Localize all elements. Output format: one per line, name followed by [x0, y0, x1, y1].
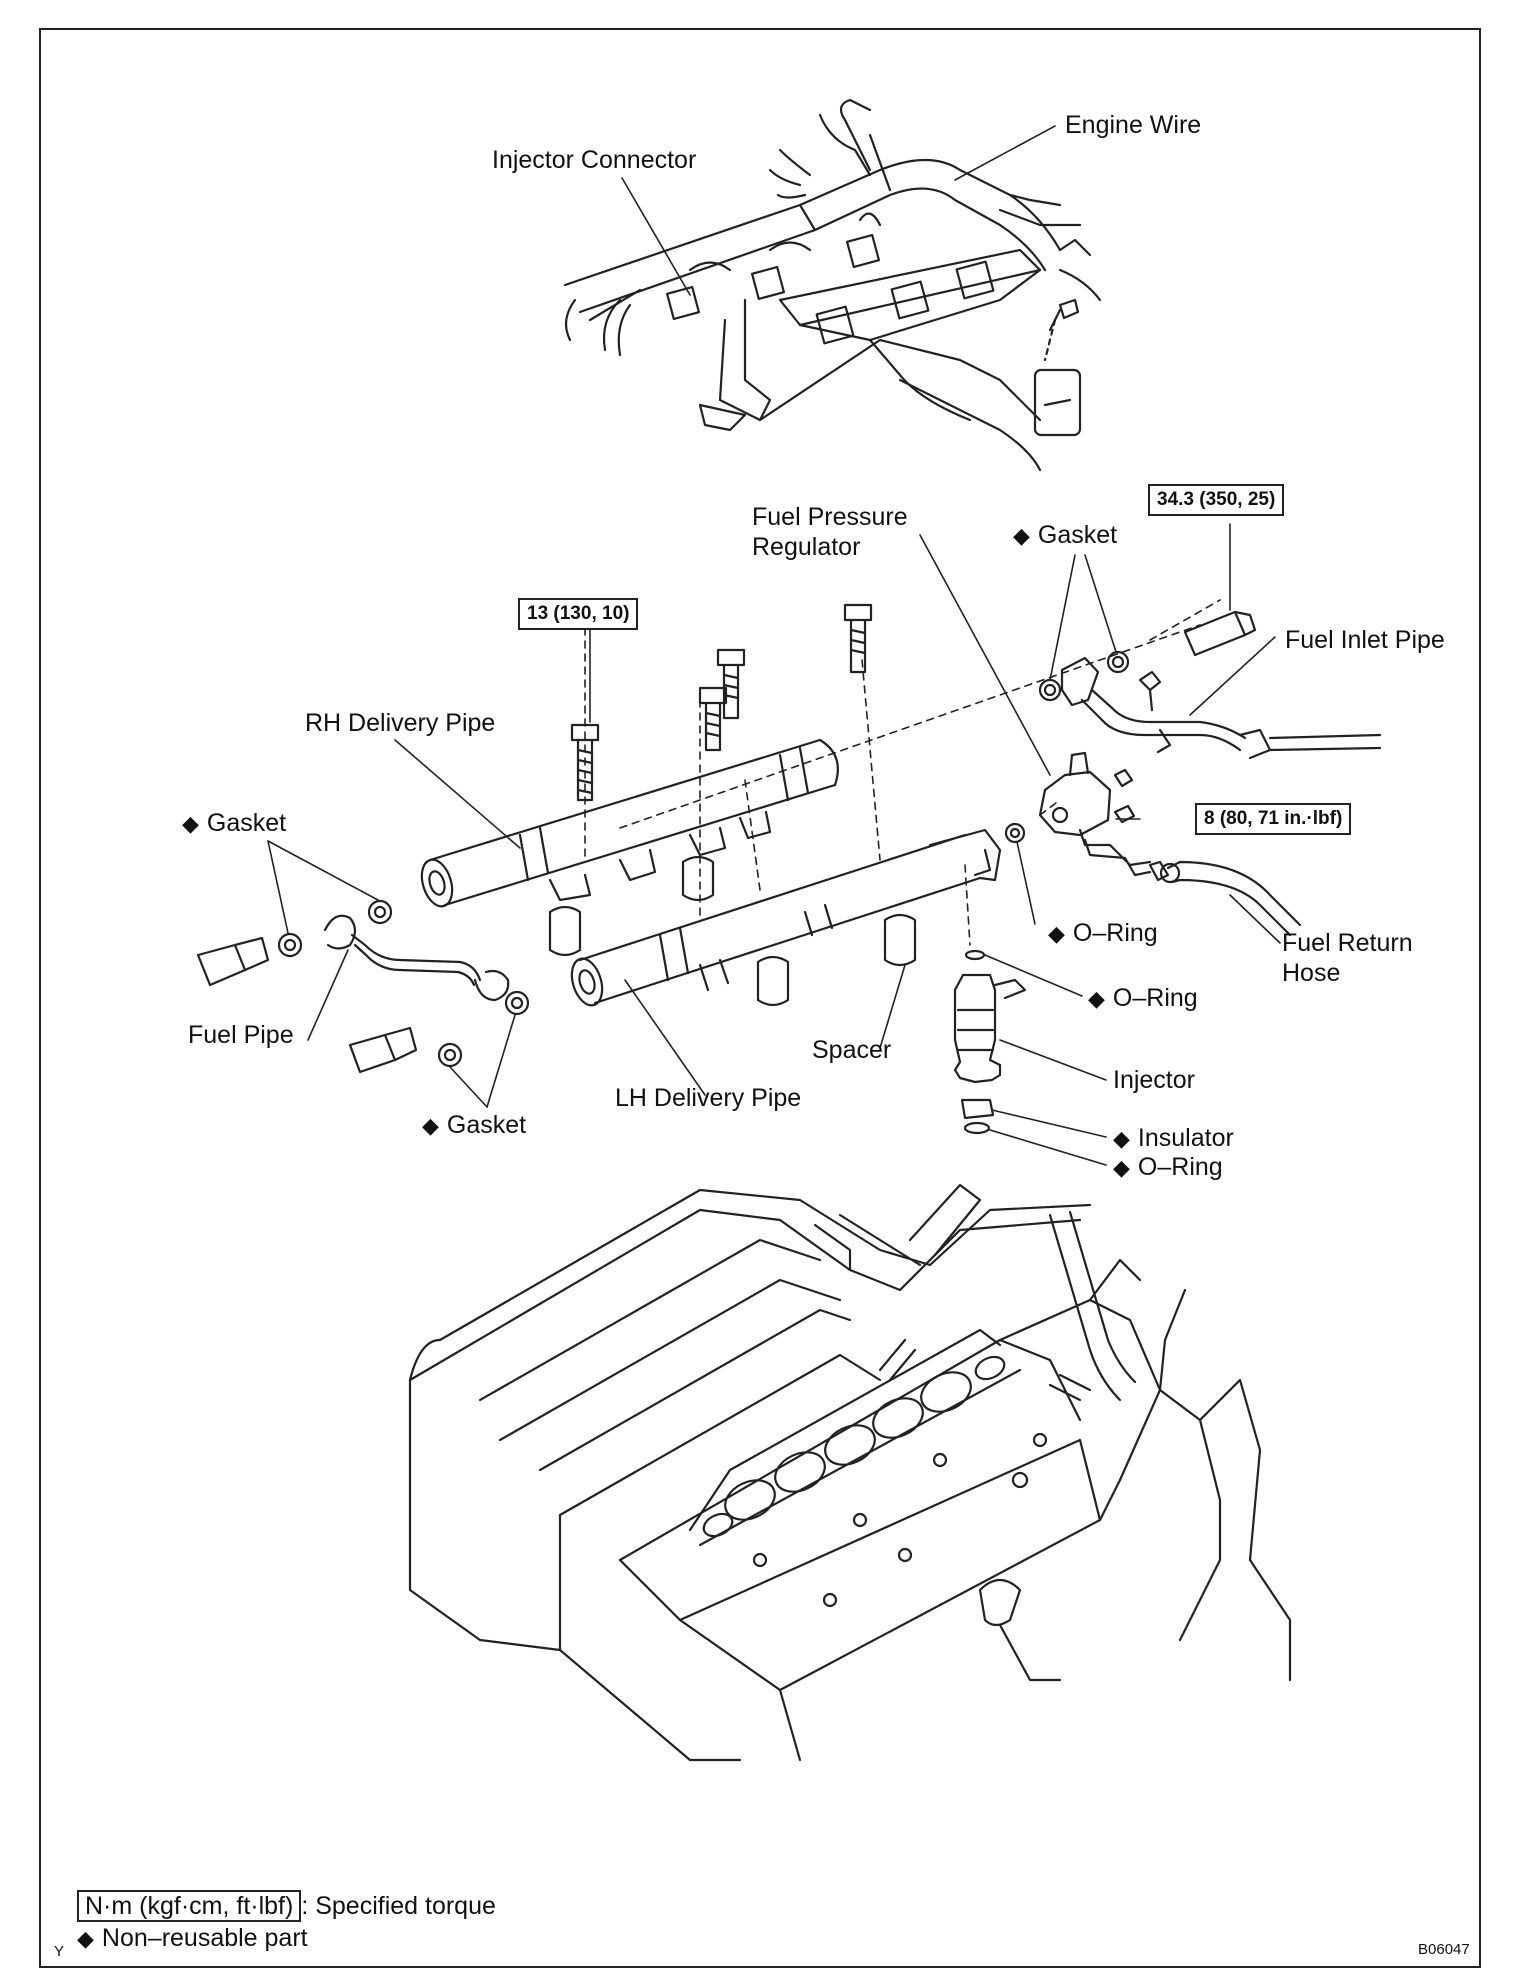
non-reusable-diamond-icon: ◆ — [182, 811, 199, 836]
figure-code: B06047 — [1418, 1941, 1470, 1958]
label-rh-delivery-pipe: RH Delivery Pipe — [305, 709, 496, 737]
legend-non-reusable: ◆Non–reusable part — [77, 1924, 308, 1952]
label-injector: Injector — [1113, 1066, 1195, 1094]
torque-spec-delivery-pipe-bolt: 13 (130, 10) — [518, 598, 639, 630]
non-reusable-diamond-icon: ◆ — [77, 1926, 94, 1951]
non-reusable-diamond-icon: ◆ — [1048, 921, 1065, 946]
label-o-ring-1: ◆O–Ring — [1048, 919, 1158, 947]
non-reusable-diamond-icon: ◆ — [422, 1113, 439, 1138]
label-o-ring-3: ◆O–Ring — [1113, 1153, 1223, 1181]
label-injector-connector: Injector Connector — [492, 146, 697, 174]
torque-spec-regulator-bolt: 8 (80, 71 in.·lbf) — [1195, 803, 1352, 835]
non-reusable-diamond-icon: ◆ — [1113, 1155, 1130, 1180]
lh-delivery-pipe — [570, 828, 1002, 1007]
legend-torque: N·m (kgf·cm, ft·lbf): Specified torque — [77, 1890, 496, 1922]
label-o-ring-2: ◆O–Ring — [1088, 984, 1198, 1012]
legend-unit-text: : Specified torque — [301, 1892, 496, 1920]
label-lh-delivery-pipe: LH Delivery Pipe — [615, 1084, 802, 1112]
diagram-frame — [39, 28, 1481, 1968]
label-gasket-left: ◆Gasket — [182, 809, 287, 837]
non-reusable-diamond-icon: ◆ — [1113, 1126, 1130, 1151]
leader-lines — [267, 125, 1281, 1166]
injector-assembly — [953, 949, 1027, 1135]
label-engine-wire: Engine Wire — [1065, 111, 1202, 139]
bolts — [570, 603, 873, 802]
label-fuel-pipe: Fuel Pipe — [188, 1021, 294, 1049]
alignment-lines — [584, 599, 1221, 946]
engine-block — [408, 1183, 1292, 1762]
non-reusable-diamond-icon: ◆ — [1088, 986, 1105, 1011]
non-reusable-diamond-icon: ◆ — [1013, 523, 1030, 548]
torque-spec-inlet-bolt: 34.3 (350, 25) — [1148, 484, 1285, 516]
label-gasket-bottom: ◆Gasket — [422, 1111, 527, 1139]
legend-unit-box: N·m (kgf·cm, ft·lbf) — [77, 1890, 302, 1922]
label-gasket-top: ◆Gasket — [1013, 521, 1118, 549]
corner-code-left: Y — [54, 1943, 65, 1960]
label-insulator: ◆Insulator — [1113, 1124, 1234, 1152]
label-fuel-inlet-pipe: Fuel Inlet Pipe — [1285, 626, 1445, 654]
fuel-pipe-assembly — [196, 899, 530, 1074]
rh-delivery-pipe — [420, 738, 839, 957]
label-spacer: Spacer — [812, 1036, 892, 1064]
engine-wire-harness — [563, 98, 1102, 472]
label-fuel-return-hose: Fuel Return Hose — [1282, 929, 1413, 987]
fuel-pressure-regulator-assembly — [1004, 610, 1382, 937]
label-fuel-pressure-regulator: Fuel Pressure Regulator — [752, 503, 908, 561]
